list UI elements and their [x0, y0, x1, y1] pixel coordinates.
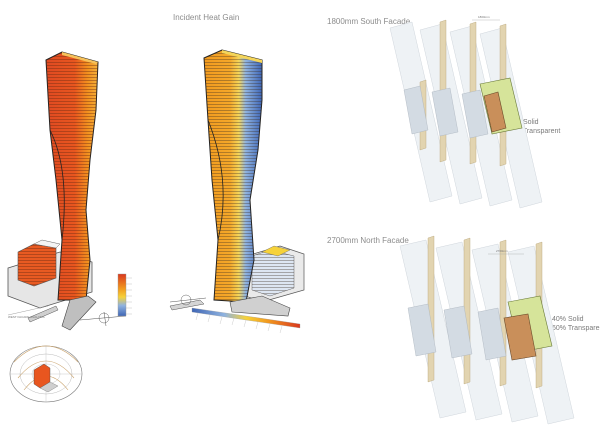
tower-hot-facade: WEST FACADE ANALYSIS — [7, 51, 127, 331]
south-transparent-ratio: 40% Transparent — [507, 128, 561, 135]
svg-text:WEST FACADE ANALYSIS: WEST FACADE ANALYSIS — [8, 315, 45, 319]
heat-scale-vertical — [117, 273, 132, 317]
north-solid-ratio: 40% Solid — [552, 316, 584, 323]
diagram-title: Incident Heat Gain — [173, 13, 240, 22]
north-facade-title: 2700mm North Facade — [327, 236, 409, 245]
north-ratio: 40% Solid 60% Transparent — [552, 315, 600, 333]
north-facade-detail: 2700mm — [399, 235, 575, 425]
south-facade-title: 1800mm South Facade — [327, 17, 411, 26]
tower-mixed-facade — [169, 49, 305, 317]
sun-path-diagram — [9, 345, 83, 403]
north-transparent-ratio: 60% Transparent — [552, 325, 600, 332]
svg-text:1800mm: 1800mm — [478, 15, 490, 19]
south-facade-detail: 1800mm — [389, 15, 543, 209]
heat-scale-horizontal — [191, 307, 301, 334]
svg-text:2700mm: 2700mm — [496, 249, 508, 253]
